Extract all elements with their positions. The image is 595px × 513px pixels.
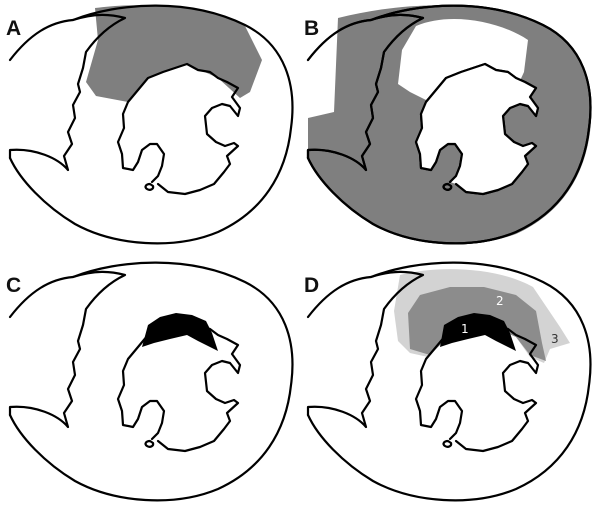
panel-d-zone-3-label: 3 bbox=[551, 332, 559, 346]
panel-c: C bbox=[0, 257, 297, 513]
panel-a: A bbox=[0, 0, 297, 256]
panel-a-label: A bbox=[6, 18, 21, 39]
panel-a-diagram bbox=[0, 0, 297, 256]
panel-b-label: B bbox=[304, 18, 319, 39]
panel-c-diagram bbox=[0, 257, 297, 513]
panel-d-zone-2-label: 2 bbox=[496, 294, 504, 308]
panel-b-diagram bbox=[298, 0, 595, 256]
panel-d-label: D bbox=[304, 275, 319, 296]
panel-d-diagram: 1 2 3 bbox=[298, 257, 595, 513]
panel-d-zone-1-label: 1 bbox=[461, 322, 469, 336]
panel-c-label: C bbox=[6, 275, 21, 296]
panel-d: 1 2 3 D bbox=[298, 257, 595, 513]
panel-b: B bbox=[298, 0, 595, 256]
